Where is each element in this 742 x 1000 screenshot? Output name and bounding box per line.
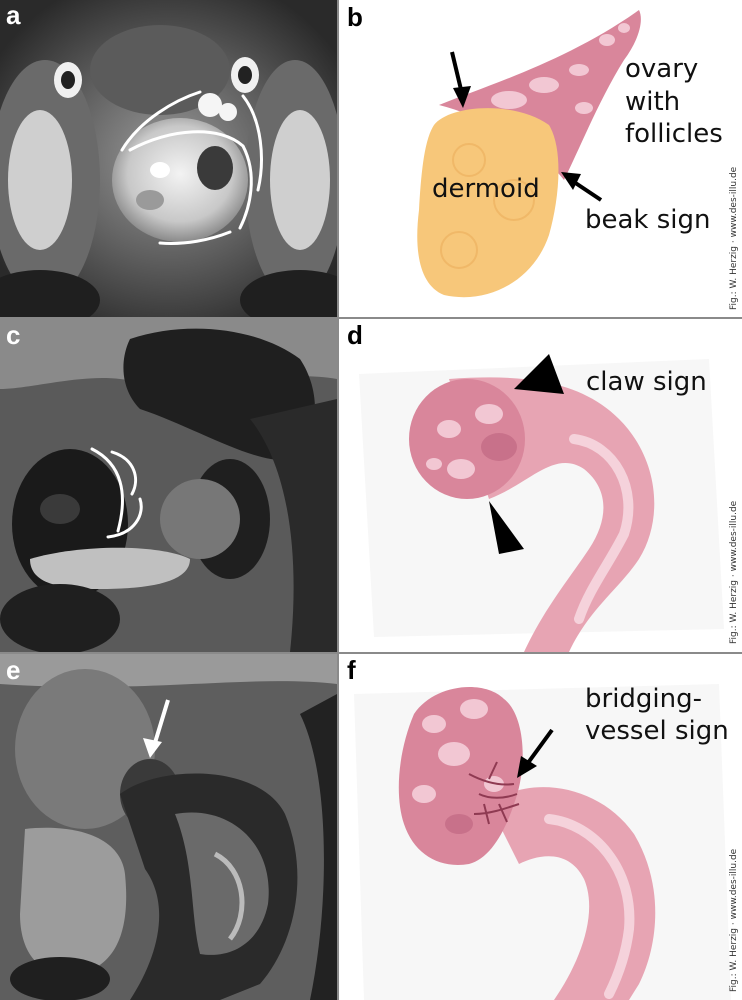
illustration-b xyxy=(417,10,641,298)
mri-image-e xyxy=(0,654,337,1000)
label-ovary-line3: follicles xyxy=(625,119,723,149)
panel-label-a: a xyxy=(6,0,21,30)
panel-label-e: e xyxy=(6,655,21,685)
panel-label-b: b xyxy=(347,2,363,32)
label-beak-sign: beak sign xyxy=(585,205,711,235)
divider-vertical xyxy=(337,0,339,1000)
illustration-f xyxy=(354,684,731,1000)
label-bridging-line2: vessel sign xyxy=(585,716,729,746)
panel-d-illustration: claw sign Fig.: W. Herzig · www.des-illu… xyxy=(339,319,742,652)
mri-image-a xyxy=(0,0,337,317)
divider-horizontal-2 xyxy=(0,652,742,654)
illustration-credit-d: Fig.: W. Herzig · www.des-illu.de xyxy=(729,500,739,644)
label-bridging-line1: bridging- xyxy=(585,684,703,714)
label-dermoid: dermoid xyxy=(432,174,540,204)
panel-b-illustration: ovary with follicles dermoid beak sign F… xyxy=(339,0,742,317)
illustration-d xyxy=(359,354,724,652)
illustration-credit-f: Fig.: W. Herzig · www.des-illu.de xyxy=(729,848,739,992)
panel-e-mri xyxy=(0,654,337,1000)
panel-label-f: f xyxy=(347,655,356,685)
mri-image-c xyxy=(0,319,337,652)
panel-label-c: c xyxy=(6,320,21,350)
panel-label-d: d xyxy=(347,320,363,350)
label-claw-sign: claw sign xyxy=(586,367,707,397)
label-ovary-line1: ovary xyxy=(625,54,699,84)
divider-horizontal-1 xyxy=(0,317,742,319)
panel-a-mri xyxy=(0,0,337,317)
illustration-credit-b: Fig.: W. Herzig · www.des-illu.de xyxy=(729,166,739,310)
panel-f-illustration: bridging- vessel sign Fig.: W. Herzig · … xyxy=(339,654,742,1000)
panel-c-mri xyxy=(0,319,337,652)
label-ovary-line2: with xyxy=(625,87,681,117)
